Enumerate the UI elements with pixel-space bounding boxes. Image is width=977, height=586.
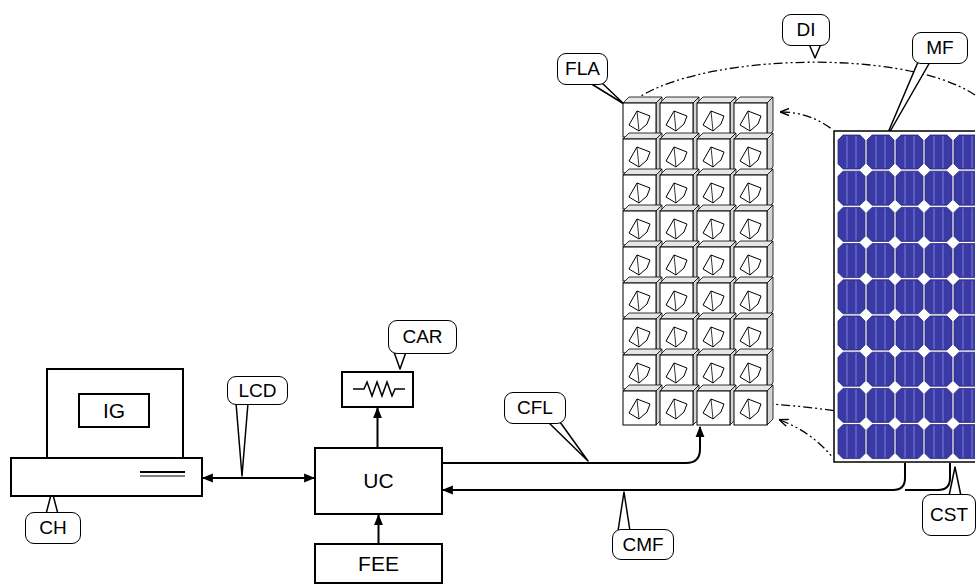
part-name: DI bbox=[797, 19, 816, 41]
callout-pointer bbox=[949, 467, 961, 496]
part-name: CST bbox=[930, 504, 968, 526]
lamps-unit: FLA bbox=[622, 95, 777, 427]
connector bbox=[377, 408, 379, 447]
callout-pointer bbox=[809, 44, 821, 58]
resistor-unit: CAR bbox=[341, 371, 414, 408]
box-label: FEE bbox=[358, 552, 399, 576]
connector bbox=[443, 427, 700, 463]
computer-unit: CHIG bbox=[10, 368, 203, 497]
signal-name: CMF bbox=[622, 534, 663, 556]
connector bbox=[203, 477, 314, 479]
signal-name: CFL bbox=[517, 397, 553, 419]
distance-indicator bbox=[628, 62, 975, 458]
resistor-symbol bbox=[343, 373, 412, 406]
callout-pointer bbox=[548, 422, 588, 461]
signal-name: LCD bbox=[238, 380, 276, 402]
lamps-symbol bbox=[622, 95, 777, 427]
part-name: FLA bbox=[565, 58, 600, 80]
pv-unit: MF bbox=[833, 130, 975, 463]
callout-box: DI bbox=[782, 14, 830, 46]
box-label: UC bbox=[363, 469, 393, 493]
callout-box: CFL bbox=[504, 392, 566, 424]
callout-pointer bbox=[394, 352, 406, 369]
connector bbox=[443, 463, 905, 490]
callout-box: CMF bbox=[612, 529, 674, 560]
process-box: UC bbox=[314, 447, 443, 515]
part-name: MF bbox=[926, 37, 953, 59]
pv-symbol bbox=[833, 130, 975, 463]
callout-box: CST bbox=[922, 494, 976, 536]
callout-box: LCD bbox=[227, 376, 288, 405]
connector bbox=[378, 515, 380, 543]
callout-pointer bbox=[618, 492, 630, 531]
callout-pointer bbox=[236, 403, 248, 476]
box-label: IG bbox=[103, 399, 125, 423]
process-box: IG bbox=[78, 393, 150, 428]
callout-box: CH bbox=[25, 512, 81, 544]
computer-symbol bbox=[10, 368, 203, 497]
callout-pointer bbox=[884, 62, 930, 142]
callout-pointer bbox=[590, 83, 624, 104]
part-name: CH bbox=[39, 517, 66, 539]
callout-box: CAR bbox=[388, 320, 457, 354]
process-box: FEE bbox=[314, 543, 443, 584]
callout-box: MF bbox=[912, 32, 968, 64]
callout-box: FLA bbox=[557, 53, 608, 85]
panel-cable bbox=[905, 463, 950, 490]
part-name: CAR bbox=[402, 326, 442, 348]
